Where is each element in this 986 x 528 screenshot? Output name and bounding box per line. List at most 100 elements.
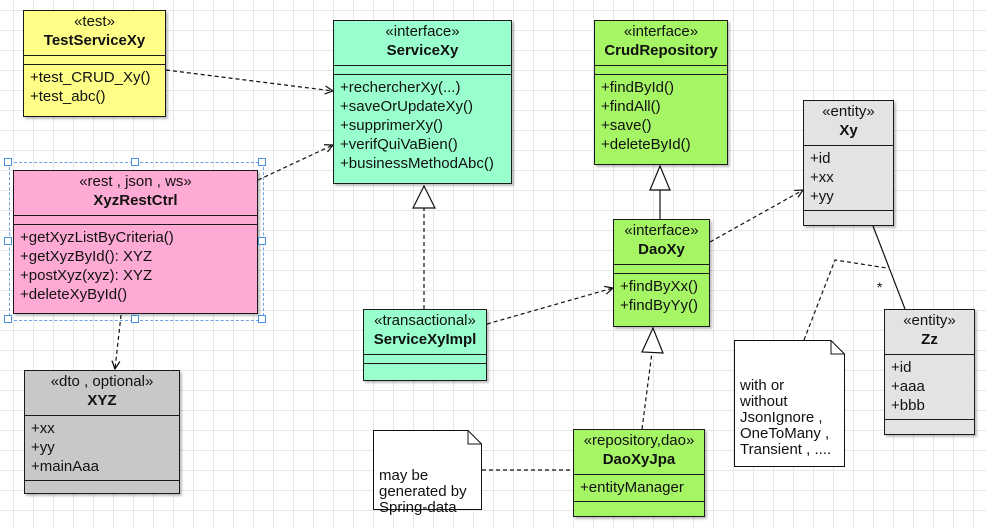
operations-compartment: +findById() +findAll() +save() +deleteBy… [595, 74, 727, 158]
edge-note-to-association[interactable] [803, 259, 888, 341]
attribute-item: +yy [810, 188, 834, 205]
class-servicexyimpl[interactable]: «transactional» ServiceXyImpl [363, 309, 487, 381]
operations-compartment: +test_CRUD_Xy() +test_abc() [24, 64, 165, 110]
stereotype-label: «entity» [822, 103, 875, 120]
note-text: may be generated by Spring-data [379, 467, 467, 516]
attributes-compartment: +xx +yy +mainAaa [25, 415, 179, 480]
edge-ctrl-to-xyz[interactable] [115, 314, 122, 369]
realization-arrowhead [641, 326, 664, 354]
class-xyz-dto[interactable]: «dto , optional» XYZ +xx +yy +mainAaa [24, 370, 180, 494]
attribute-item: +id [810, 150, 831, 167]
operation-item: +findByXx() [620, 278, 698, 295]
class-name: DaoXyJpa [602, 451, 676, 468]
edge-xy-zz-association[interactable] [872, 225, 906, 310]
attribute-item: +entityManager [580, 479, 684, 496]
resize-handle-sw[interactable] [4, 315, 12, 323]
class-name: ServiceXy [386, 42, 459, 59]
operations-compartment [364, 363, 486, 364]
operation-item: +businessMethodAbc() [340, 155, 494, 172]
class-testservicexy[interactable]: «test» TestServiceXy +test_CRUD_Xy() +te… [23, 10, 166, 117]
attribute-item: +mainAaa [31, 458, 99, 475]
edge-dao-to-xy[interactable] [709, 190, 803, 243]
operation-item: +getXyzById(): XYZ [20, 248, 153, 265]
operations-compartment [574, 501, 704, 502]
class-name: TestServiceXy [43, 32, 146, 49]
attributes-compartment: +entityManager [574, 474, 704, 501]
attribute-item: +xx [810, 169, 834, 186]
class-xyzrestctrl[interactable]: «rest , json , ws» XyzRestCtrl +getXyzLi… [13, 170, 258, 314]
class-crudrepository[interactable]: «interface» CrudRepository +findById() +… [594, 20, 728, 165]
edge-ctrl-to-service[interactable] [257, 145, 333, 181]
operation-item: +rechercherXy(...) [340, 79, 461, 96]
class-daoxyjpa[interactable]: «repository,dao» DaoXyJpa +entityManager [573, 429, 705, 517]
class-xy-entity[interactable]: «entity» Xy +id +xx +yy [803, 100, 894, 226]
operation-item: +supprimerXy() [340, 117, 443, 134]
operation-item: +deleteXyById() [20, 286, 128, 303]
operation-item: +findAll() [601, 98, 661, 115]
stereotype-label: «interface» [385, 23, 460, 40]
attributes-compartment [595, 65, 727, 74]
generalization-arrowhead [649, 164, 671, 191]
operation-item: +test_abc() [30, 88, 106, 105]
edge-test-to-service[interactable] [165, 69, 333, 91]
resize-handle-n[interactable] [131, 158, 139, 166]
attribute-item: +id [891, 359, 912, 376]
operations-compartment: +findByXx() +findByYy() [614, 273, 709, 319]
edge-jpa-realizes-dao[interactable] [641, 351, 653, 430]
note-text: with or without JsonIgnore , OneToMany ,… [740, 377, 832, 458]
note-spring-data[interactable]: may be generated by Spring-data [373, 430, 482, 516]
class-zz-entity[interactable]: «entity» Zz +id +aaa +bbb [884, 309, 975, 435]
stereotype-label: «interface» [623, 23, 699, 40]
operation-item: +saveOrUpdateXy() [340, 98, 473, 115]
operation-item: +findById() [601, 79, 674, 96]
operation-item: +getXyzListByCriteria() [20, 229, 174, 246]
operation-item: +save() [601, 117, 652, 134]
class-daoxy[interactable]: «interface» DaoXy +findByXx() +findByYy(… [613, 219, 710, 327]
class-name: ServiceXyImpl [373, 331, 477, 348]
attribute-item: +aaa [891, 378, 925, 395]
operation-item: +postXyz(xyz): XYZ [20, 267, 153, 284]
resize-handle-se[interactable] [258, 315, 266, 323]
stereotype-label: «rest , json , ws» [79, 173, 192, 190]
class-name: CrudRepository [604, 42, 718, 59]
class-name: Xy [839, 122, 858, 139]
resize-handle-nw[interactable] [4, 158, 12, 166]
attributes-compartment: +id +xx +yy [804, 145, 893, 210]
operations-compartment [885, 419, 974, 420]
operations-compartment [804, 210, 893, 211]
note-json-ignore[interactable]: with or without JsonIgnore , OneToMany ,… [734, 340, 845, 467]
operation-item: +deleteById() [601, 136, 691, 153]
attributes-compartment [334, 65, 511, 74]
attributes-compartment [24, 55, 165, 64]
stereotype-label: «entity» [903, 312, 956, 329]
operation-item: +test_CRUD_Xy() [30, 69, 151, 86]
operations-compartment [25, 480, 179, 481]
class-name: DaoXy [638, 241, 685, 258]
class-name: XyzRestCtrl [93, 192, 178, 209]
resize-handle-w[interactable] [4, 237, 12, 245]
attributes-compartment [14, 215, 257, 224]
attributes-compartment [614, 264, 709, 273]
resize-handle-s[interactable] [131, 315, 139, 323]
attribute-item: +yy [31, 439, 55, 456]
resize-handle-ne[interactable] [258, 158, 266, 166]
stereotype-label: «repository,dao» [583, 432, 695, 449]
multiplicity-label: * [877, 279, 883, 295]
operations-compartment: +getXyzListByCriteria() +getXyzById(): X… [14, 224, 257, 308]
operation-item: +findByYy() [620, 297, 698, 314]
class-name: XYZ [87, 392, 117, 409]
stereotype-label: «transactional» [374, 312, 476, 329]
class-servicexy[interactable]: «interface» ServiceXy +rechercherXy(...)… [333, 20, 512, 184]
resize-handle-e[interactable] [258, 237, 266, 245]
attributes-compartment: +id +aaa +bbb [885, 354, 974, 419]
edge-impl-to-dao[interactable] [486, 288, 613, 325]
stereotype-label: «test» [74, 13, 115, 30]
attributes-compartment [364, 354, 486, 363]
stereotype-label: «interface» [624, 222, 699, 239]
attribute-item: +bbb [891, 397, 925, 414]
operations-compartment: +rechercherXy(...) +saveOrUpdateXy() +su… [334, 74, 511, 177]
class-name: Zz [921, 331, 938, 348]
realization-arrowhead [412, 184, 436, 209]
stereotype-label: «dto , optional» [50, 373, 154, 390]
